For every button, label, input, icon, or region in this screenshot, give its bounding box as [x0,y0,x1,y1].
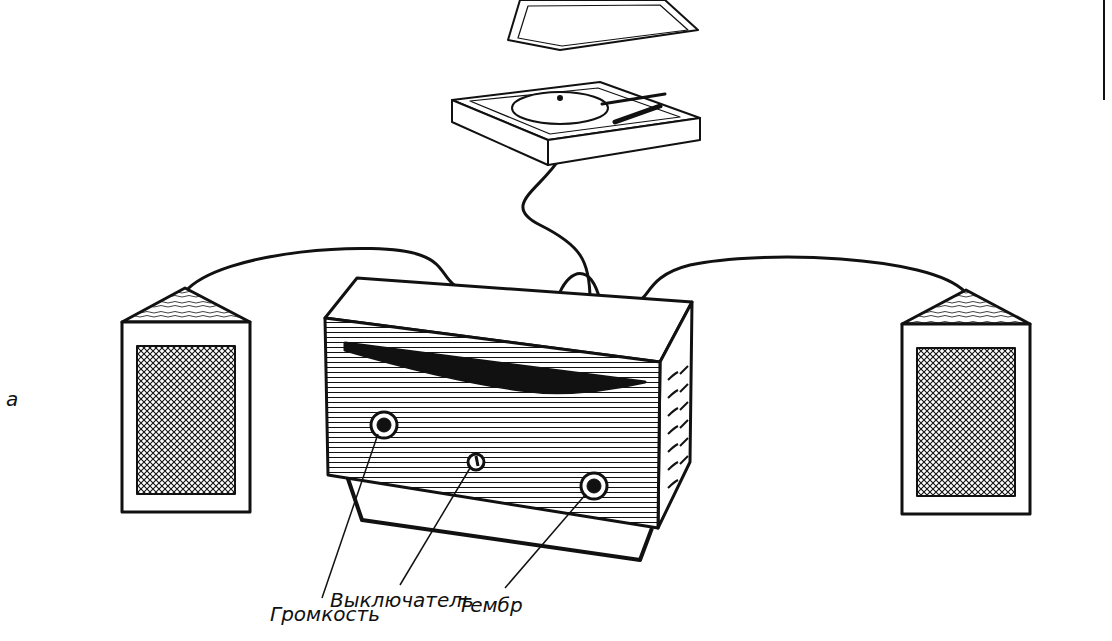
cables [185,158,965,300]
part-label: Тембр [458,594,523,616]
figure-letter: а [6,388,18,410]
part-label: Выключатель [330,589,474,611]
leader-lines [322,434,586,598]
record-player [452,0,700,165]
right-speaker [902,290,1030,514]
frame-line [1103,0,1105,100]
amplifier [325,278,692,560]
left-speaker [122,288,250,512]
